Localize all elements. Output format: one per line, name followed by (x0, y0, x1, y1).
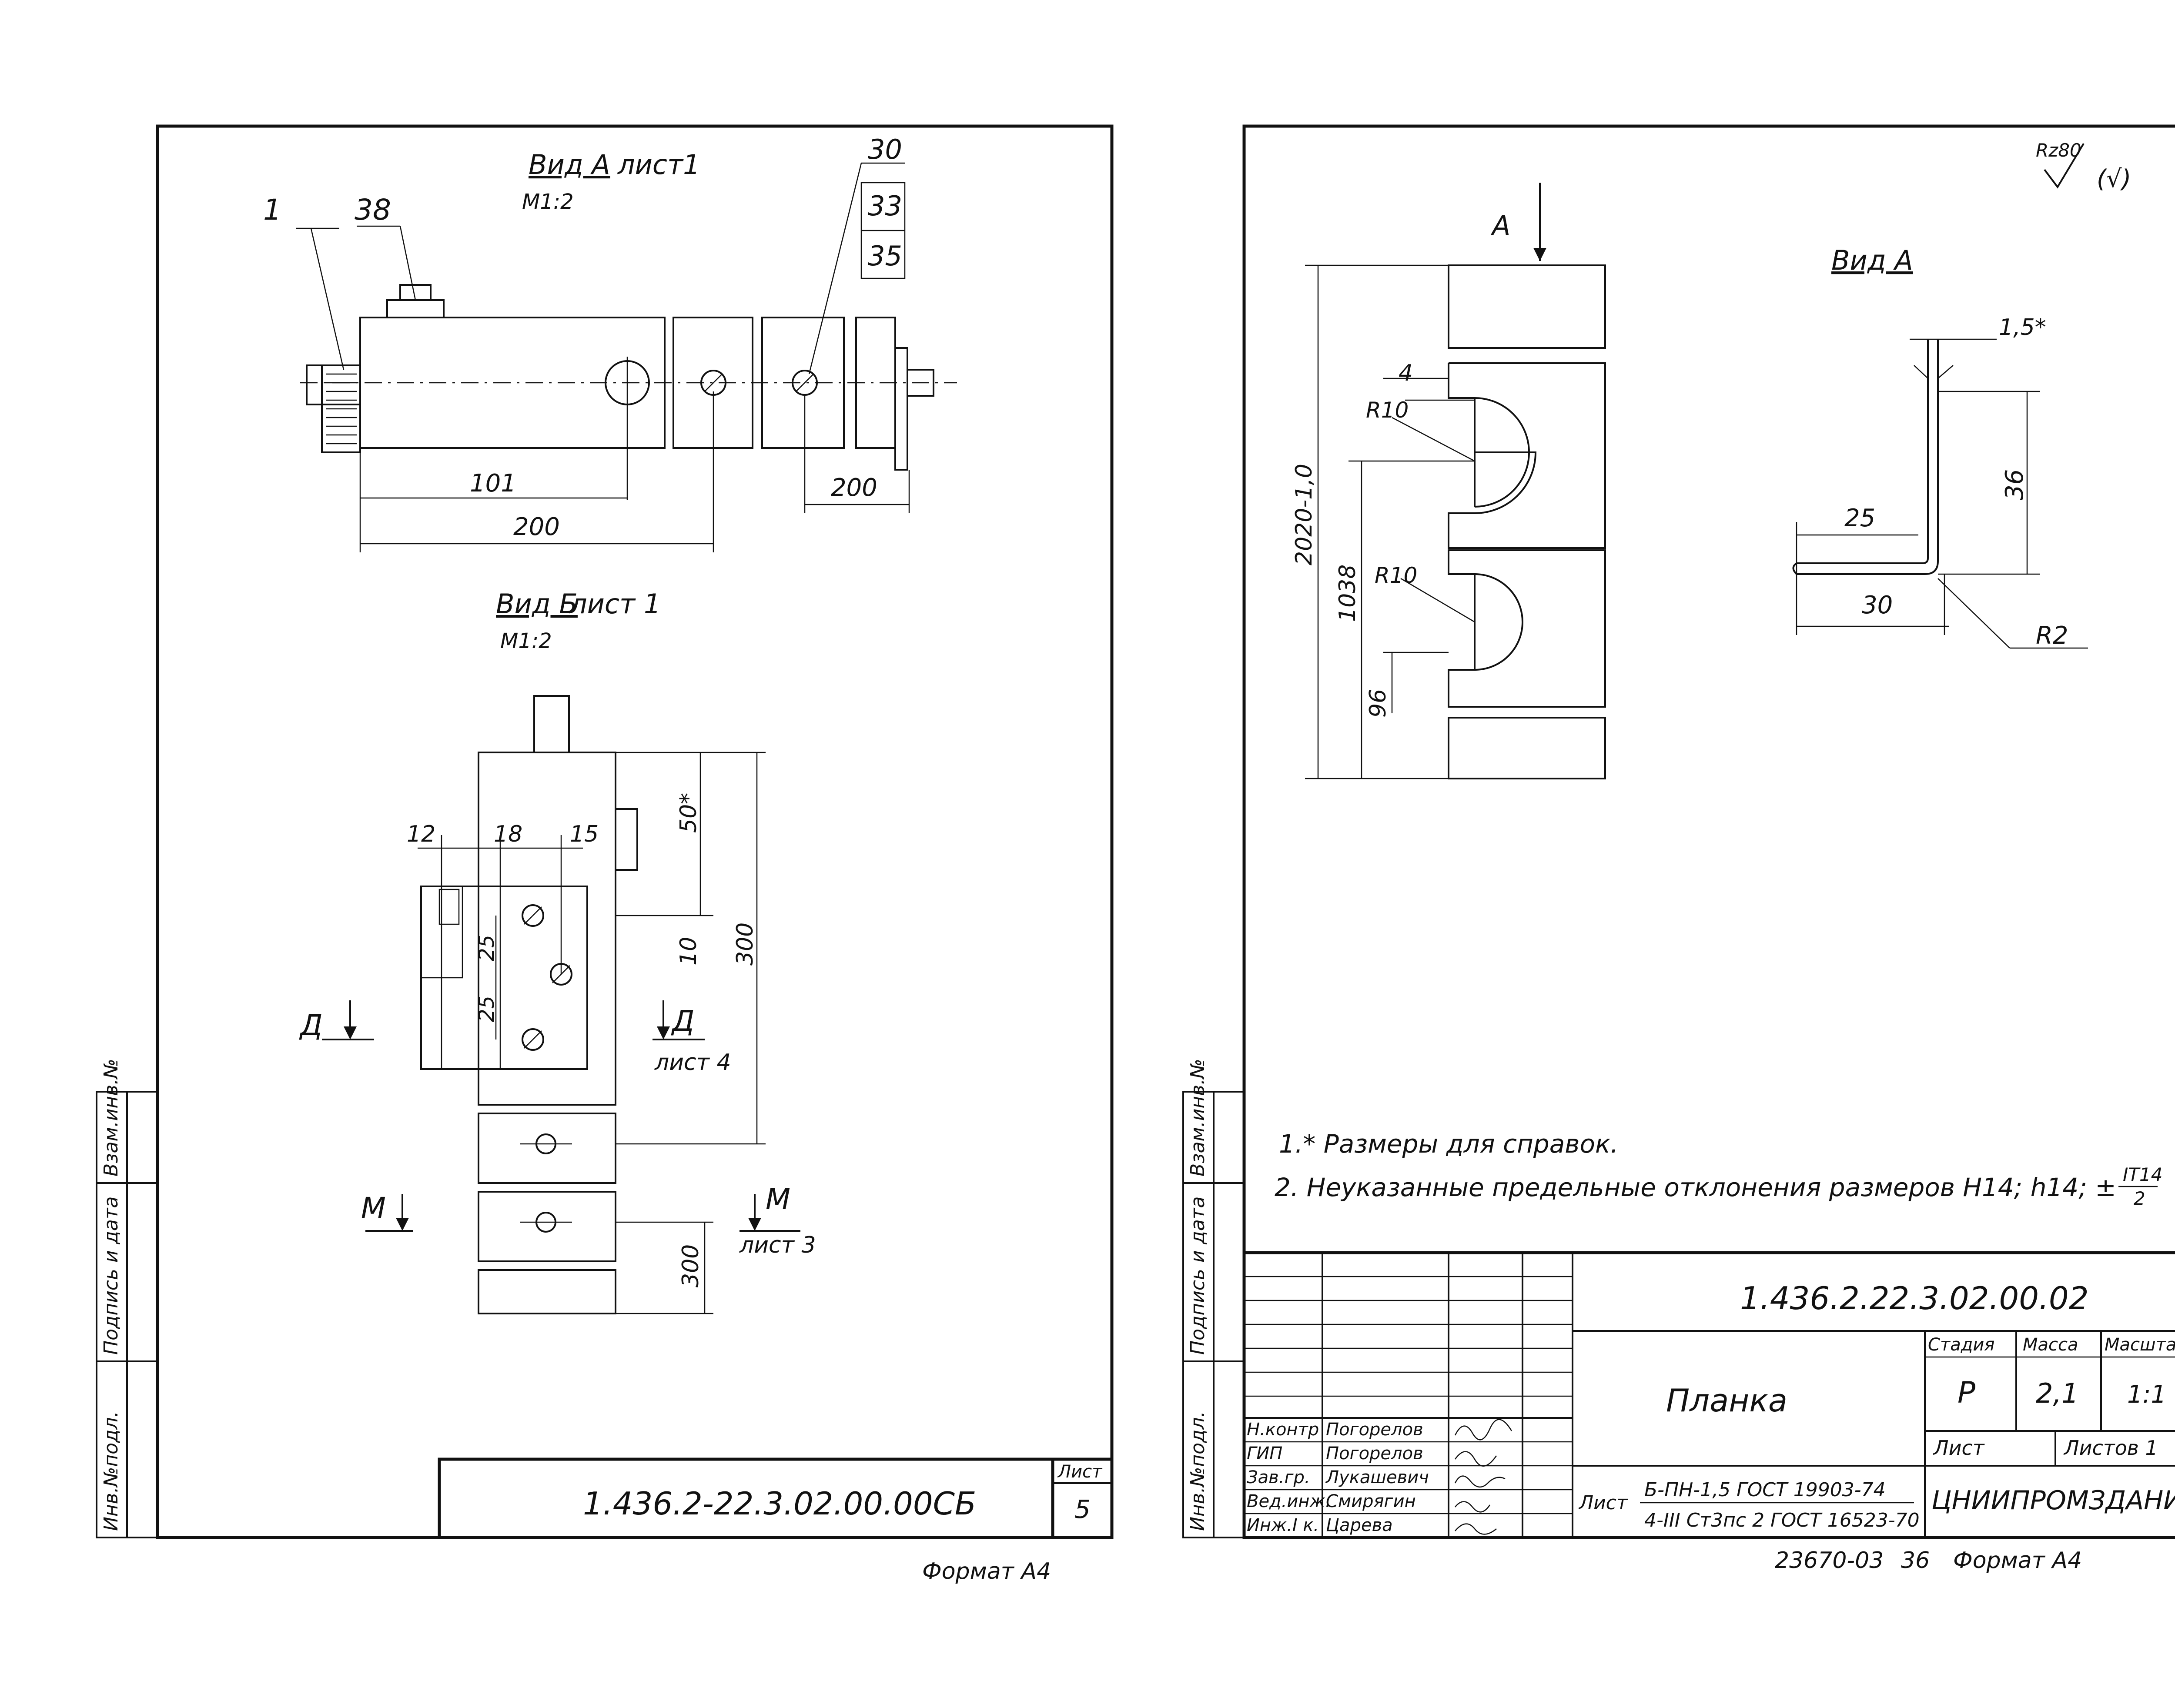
section-m-left: М (361, 1191, 386, 1225)
section-m-right: М (766, 1183, 790, 1216)
section-d-right: Д (671, 1004, 695, 1038)
dim-30: 30 (1862, 591, 1893, 619)
callout-35: 35 (868, 240, 902, 272)
left-format-label: Формат А4 (922, 1558, 1051, 1584)
stage-value: Р (1958, 1376, 1975, 1410)
plate-drawing (1305, 183, 1606, 779)
role-2: Зав.гр. (1247, 1467, 1310, 1487)
left-stamp-inv-repl: Взам.инв.№ (100, 1059, 122, 1177)
left-view-a-sheet: лист1 (617, 149, 700, 180)
stage-label: Стадия (1928, 1335, 1994, 1355)
role-3: Вед.инж. (1247, 1491, 1331, 1511)
dim-200-b: 200 (831, 474, 877, 502)
left-title-block: 1.436.2-22.3.02.00.00СБ Лист 5 (438, 1457, 1114, 1539)
right-drawing-code: 1.436.2.22.3.02.00.02 (1740, 1280, 2089, 1317)
dim-300-a: 300 (732, 923, 758, 966)
dim-r2: R2 (2036, 622, 2068, 650)
plate-view-arrow: А (1490, 210, 1510, 241)
roughness-value: Rz80 (2036, 140, 2081, 161)
callout-30: 30 (868, 134, 902, 165)
dim-25-a: 25 (475, 935, 499, 961)
doc-number: 23670-03 (1775, 1548, 1884, 1574)
scale-label: Масштаб (2105, 1335, 2175, 1355)
right-stamp-sign-date: Подпись и дата (1187, 1197, 1209, 1355)
note-2-frac-num: IT14 (2123, 1164, 2163, 1185)
dim-300-b: 300 (678, 1244, 704, 1287)
name-2: Лукашевич (1325, 1467, 1429, 1487)
dim-50: 50* (676, 793, 702, 833)
left-stamp-sign-date: Подпись и дата (100, 1197, 122, 1355)
right-sheet: Инв.№подл. Подпись и дата Взам.инв.№ Rz8… (1182, 124, 2175, 1574)
dim-96: 96 (1365, 689, 1391, 718)
dim-12: 12 (407, 821, 435, 847)
note-2-frac-den: 2 (2134, 1188, 2145, 1209)
right-format-label: Формат А4 (1953, 1548, 2082, 1574)
material-top: Б-ПН-1,5 ГОСТ 19903-74 (1644, 1479, 1886, 1501)
callout-1: 1 (263, 193, 281, 227)
dim-36: 36 (2001, 469, 2029, 500)
angle-profile (1792, 338, 2088, 649)
left-view-a-label: Вид А (529, 149, 610, 180)
left-view-a-scale: М1:2 (522, 190, 574, 214)
left-stamp-inv-orig: Инв.№подл. (100, 1411, 122, 1531)
right-stamp-inv-orig: Инв.№подл. (1187, 1411, 1209, 1531)
scale-value: 1:1 (2127, 1380, 2166, 1409)
name-3: Смирягин (1326, 1491, 1416, 1511)
right-title-block (1242, 1251, 2175, 1539)
right-stamp-inv-repl: Взам.инв.№ (1187, 1059, 1209, 1177)
roughness-check-icon (2044, 143, 2085, 189)
dim-10: 10 (676, 937, 702, 966)
name-1: Погорелов (1326, 1444, 1423, 1464)
left-view-b-sheet: лист 1 (569, 588, 661, 620)
left-drawing-code: 1.436.2-22.3.02.00.00СБ (583, 1485, 976, 1522)
callout-33: 33 (868, 190, 902, 222)
section-d-right-sheet: лист 4 (654, 1050, 731, 1076)
mass-value: 2,1 (2036, 1377, 2079, 1409)
dim-r10-b: R10 (1375, 563, 1417, 588)
dim-1038: 1038 (1335, 565, 1361, 622)
dim-101: 101 (470, 469, 516, 498)
name-4: Царева (1326, 1515, 1393, 1535)
left-frame (156, 124, 1114, 1539)
dim-18: 18 (494, 821, 522, 847)
sheets-label: Листов 1 (2063, 1436, 2158, 1460)
note-1: 1.* Размеры для справок. (1279, 1129, 1618, 1159)
role-1: ГИП (1247, 1444, 1282, 1464)
left-side-stamp: Инв.№подл. Подпись и дата Взам.инв.№ (96, 1059, 158, 1538)
material-prefix: Лист (1578, 1492, 1628, 1514)
signatures (1454, 1419, 1512, 1535)
roughness-extra: (√) (2097, 165, 2131, 193)
page-number: 36 (1901, 1548, 1930, 1574)
left-sheet-number: 5 (1074, 1494, 1091, 1524)
dim-r10-a: R10 (1366, 398, 1409, 423)
left-view-b-label: Вид Б (496, 588, 578, 620)
dim-4: 4 (1399, 360, 1413, 386)
dim-15: 15 (570, 821, 599, 847)
organization: ЦНИИПРОМЗДАНИЙ (1931, 1485, 2175, 1516)
left-sheet: Инв.№подл. Подпись и дата Взам.инв.№ 1.4… (96, 124, 1114, 1584)
role-4: Инж.I к. (1247, 1515, 1319, 1535)
right-view-a-label: Вид А (1831, 244, 1913, 276)
dim-200-a: 200 (513, 513, 560, 541)
view-a-assembly (296, 162, 957, 552)
left-sheet-label: Лист (1057, 1462, 1103, 1482)
dim-1-5: 1,5* (1999, 314, 2046, 341)
mass-label: Масса (2023, 1335, 2078, 1355)
callout-38: 38 (355, 193, 391, 227)
name-0: Погорелов (1326, 1420, 1423, 1440)
note-2: 2. Неуказанные предельные отклонения раз… (1275, 1173, 2116, 1202)
material-bottom: 4-III Ст3пс 2 ГОСТ 16523-70 (1644, 1509, 1920, 1531)
dim-2020: 2020-1,0 (1291, 464, 1317, 565)
right-side-stamp: Инв.№подл. Подпись и дата Взам.инв.№ (1182, 1059, 1245, 1538)
dim-25-b: 25 (475, 996, 499, 1022)
sheet-label: Лист (1933, 1436, 1985, 1460)
section-d-left: Д (299, 1009, 323, 1042)
left-view-b-scale: М1:2 (500, 629, 552, 653)
dim-25: 25 (1844, 504, 1875, 532)
role-0: Н.контр (1247, 1420, 1319, 1440)
part-name: Планка (1666, 1382, 1787, 1419)
view-b-assembly (322, 695, 800, 1314)
section-m-right-sheet: лист 3 (739, 1232, 816, 1258)
